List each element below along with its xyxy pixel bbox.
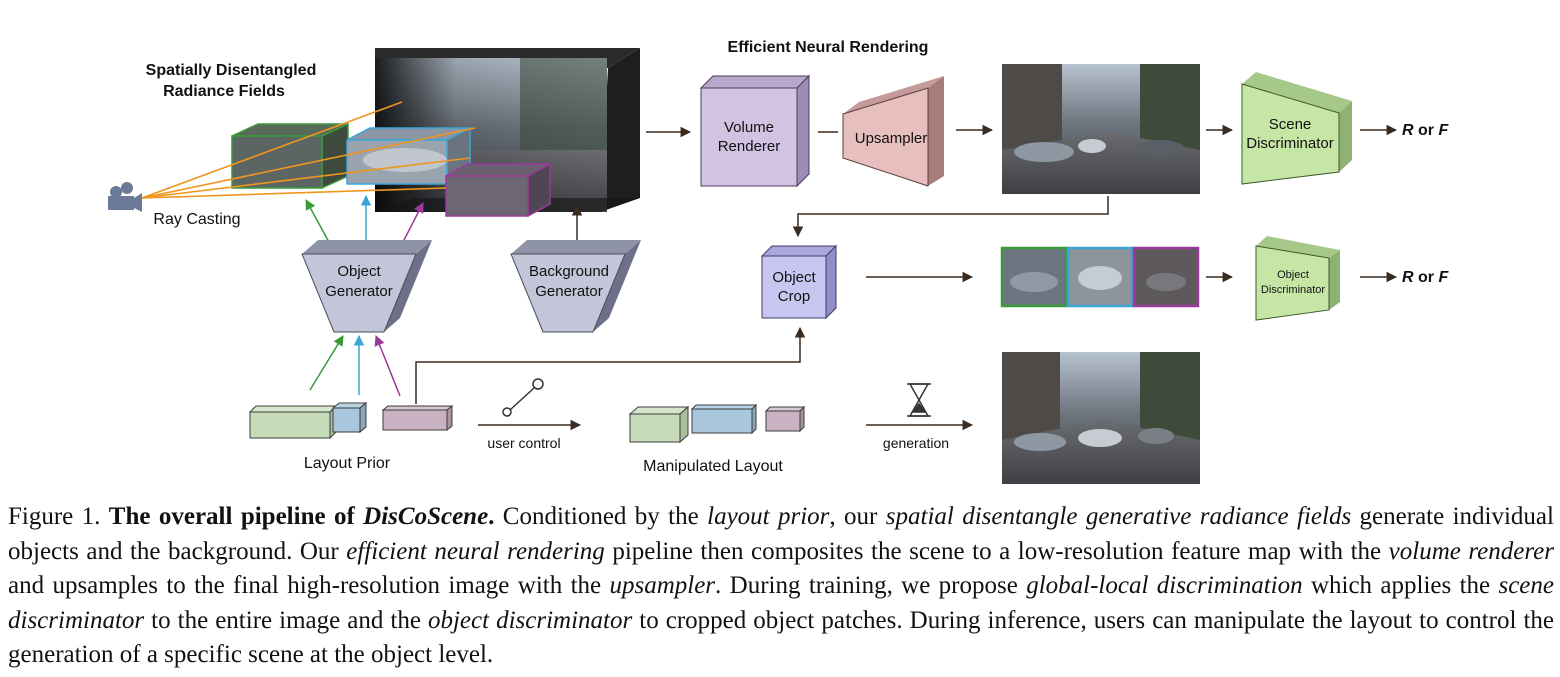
camera-icon (108, 182, 142, 212)
ray-casting-label: Ray Casting (153, 211, 240, 228)
caption-text-1: Conditioned by the (494, 503, 708, 530)
caption-italic-2: spatial disentangle generative radiance … (885, 503, 1352, 530)
fields-title-line2: Radiance Fields (163, 83, 285, 100)
prior-arrow-purple (374, 335, 401, 397)
gen-arrow-green (305, 199, 331, 245)
caption-text-8: to the entire image and the (144, 606, 428, 634)
object-generator: Object Generator (301, 240, 432, 333)
scene-output-f: F (1438, 122, 1449, 139)
caption-text-2: , our (829, 503, 886, 530)
caption-text-4: pipeline then composites the scene to a … (604, 537, 1389, 565)
caption-bold-period: . (488, 503, 495, 530)
scene-output-or: or (1414, 122, 1439, 139)
volume-renderer: Volume Renderer (699, 74, 811, 188)
caption-text-7: which applies the (1302, 572, 1499, 599)
hourglass-icon (907, 383, 931, 417)
caption-bold-title: The overall pipeline of (108, 503, 364, 530)
background-generator-label1: Background (529, 263, 609, 280)
scene-output-text: R or F (1402, 122, 1449, 139)
fields-title-line1: Spatially Disentangled (146, 62, 317, 79)
object-patches (1000, 246, 1200, 308)
object-crop: Object Crop (760, 244, 838, 320)
object-crop-label2: Crop (778, 288, 811, 305)
object-generator-label1: Object (337, 263, 381, 280)
manipulated-layout-boxes (628, 403, 806, 444)
caption-text-6: . During training, we propose (715, 572, 1027, 599)
volume-renderer-label1: Volume (724, 119, 774, 136)
pipeline-diagram: Spatially Disentangled Radiance Fields E… (108, 39, 1449, 484)
scene-discriminator-label2: Discriminator (1246, 135, 1334, 152)
caption-italic-4: volume renderer (1388, 537, 1555, 565)
caption-italic-3: efficient neural rendering (346, 537, 605, 565)
object-cube-blue (346, 126, 471, 186)
caption-text-5: and upsamples to the final high-resoluti… (8, 572, 610, 599)
prior-arrow-green (309, 335, 344, 391)
object-cube-purple (445, 162, 551, 218)
object-output-f: F (1438, 269, 1449, 286)
image-to-crop-connector (792, 196, 1109, 238)
object-discriminator: Object Discriminator (1255, 236, 1340, 321)
caption-text-3: generate individual objects and the back… (8, 503, 1554, 565)
scene-output-r: R (1402, 122, 1414, 139)
manipulated-layout-label: Manipulated Layout (643, 458, 783, 475)
upsampler-label: Upsampler (855, 130, 928, 147)
layout-prior-boxes (248, 401, 454, 440)
user-control-label: user control (487, 435, 560, 451)
generated-scene-image (1002, 64, 1200, 194)
volume-renderer-label2: Renderer (718, 138, 781, 155)
caption-italic-1: layout prior (707, 503, 830, 530)
caption-italic-8: object discriminator (427, 606, 633, 634)
object-output-r: R (1402, 269, 1414, 286)
object-crop-label1: Object (772, 269, 816, 286)
object-generator-label2: Generator (325, 283, 393, 300)
rendering-title: Efficient Neural Rendering (728, 39, 929, 56)
background-generator: Background Generator (510, 240, 641, 333)
caption-text-9: to cropped object patches. During infere… (8, 606, 1554, 669)
caption-italic-7: scene discriminator (8, 572, 1555, 634)
camera-rays (141, 101, 476, 199)
generation-label: generation (883, 435, 949, 451)
wrench-icon (502, 378, 544, 417)
caption-italic-6: global-local discrimination (1026, 572, 1303, 599)
layout-to-crop-connector (415, 326, 806, 404)
scene-discriminator-label1: Scene (1269, 116, 1312, 133)
caption-italic-5: upsampler (609, 572, 716, 599)
figure-caption: Figure 1. The overall pipeline of DisCoS… (8, 500, 1554, 673)
caption-bold-name: DisCoScene (363, 503, 489, 530)
generated-manipulated-image (1002, 352, 1200, 484)
scene-discriminator: Scene Discriminator (1241, 72, 1352, 185)
gen-arrow-purple (401, 202, 424, 245)
object-output-text: R or F (1402, 269, 1449, 286)
upsampler: Upsampler (842, 76, 944, 187)
object-output-or: or (1414, 269, 1439, 286)
layout-prior-label: Layout Prior (304, 455, 391, 472)
object-discriminator-label2: Discriminator (1261, 284, 1326, 296)
background-generator-label2: Generator (535, 283, 603, 300)
object-cube-green (231, 122, 349, 190)
caption-prefix: Figure 1. (8, 503, 109, 530)
object-discriminator-label1: Object (1277, 269, 1309, 281)
